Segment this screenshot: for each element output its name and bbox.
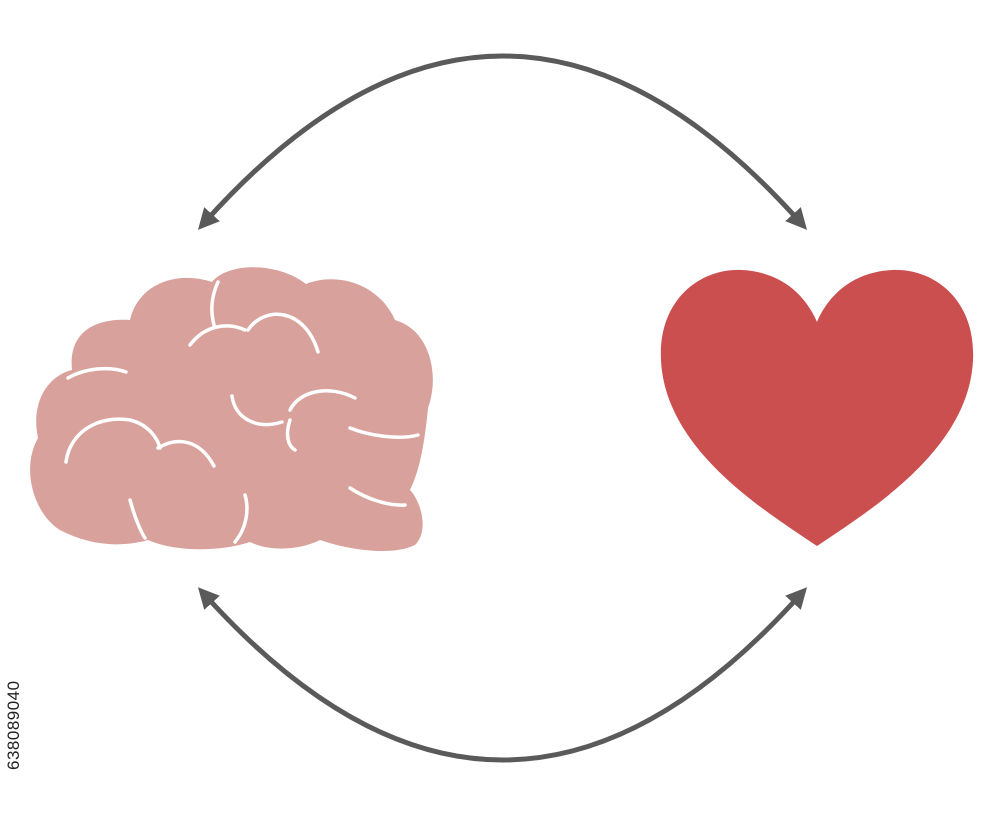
stock-image-id: 638089040 (4, 680, 23, 770)
bottom-connecting-arrow (197, 587, 808, 763)
heart-icon (660, 269, 974, 546)
brain-icon (30, 267, 433, 552)
top-connecting-arrow (197, 53, 808, 230)
